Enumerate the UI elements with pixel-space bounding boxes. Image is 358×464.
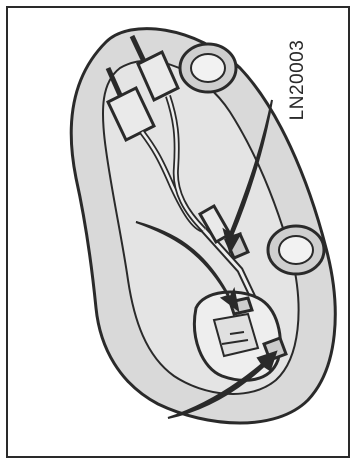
wheel-front-right xyxy=(268,226,324,274)
figure-code-label: LN20003 xyxy=(286,20,310,140)
diagram-frame: LN20003 xyxy=(6,6,350,458)
wheel-rear-right xyxy=(180,44,236,92)
